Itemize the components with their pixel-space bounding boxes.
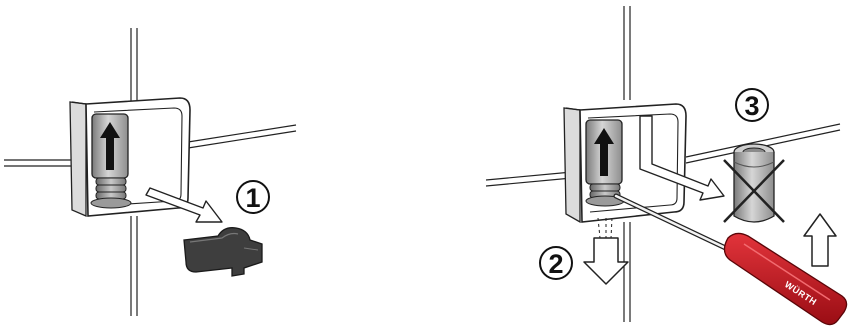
guide-cap-left bbox=[92, 114, 128, 178]
step-1-badge: 1 bbox=[237, 181, 269, 213]
step-2-label: 2 bbox=[548, 249, 563, 279]
arrow-up-outline-icon bbox=[804, 214, 836, 266]
step-1-label: 1 bbox=[245, 183, 260, 213]
clip-piece-icon bbox=[184, 228, 262, 276]
old-bushing-crossed-out bbox=[724, 144, 784, 222]
shelf-bracket-right bbox=[564, 104, 686, 222]
insert-up-arrow bbox=[804, 214, 836, 266]
spring-left bbox=[91, 178, 131, 208]
left-panel: 1 bbox=[4, 28, 296, 316]
step-3-label: 3 bbox=[744, 91, 759, 121]
right-panel: WÜRTH 2 3 bbox=[486, 6, 847, 325]
arrow-down-icon bbox=[584, 238, 628, 284]
step-3-badge: 3 bbox=[736, 89, 768, 121]
step-2-group: 2 bbox=[540, 218, 628, 284]
guide-cap-right bbox=[586, 120, 622, 184]
